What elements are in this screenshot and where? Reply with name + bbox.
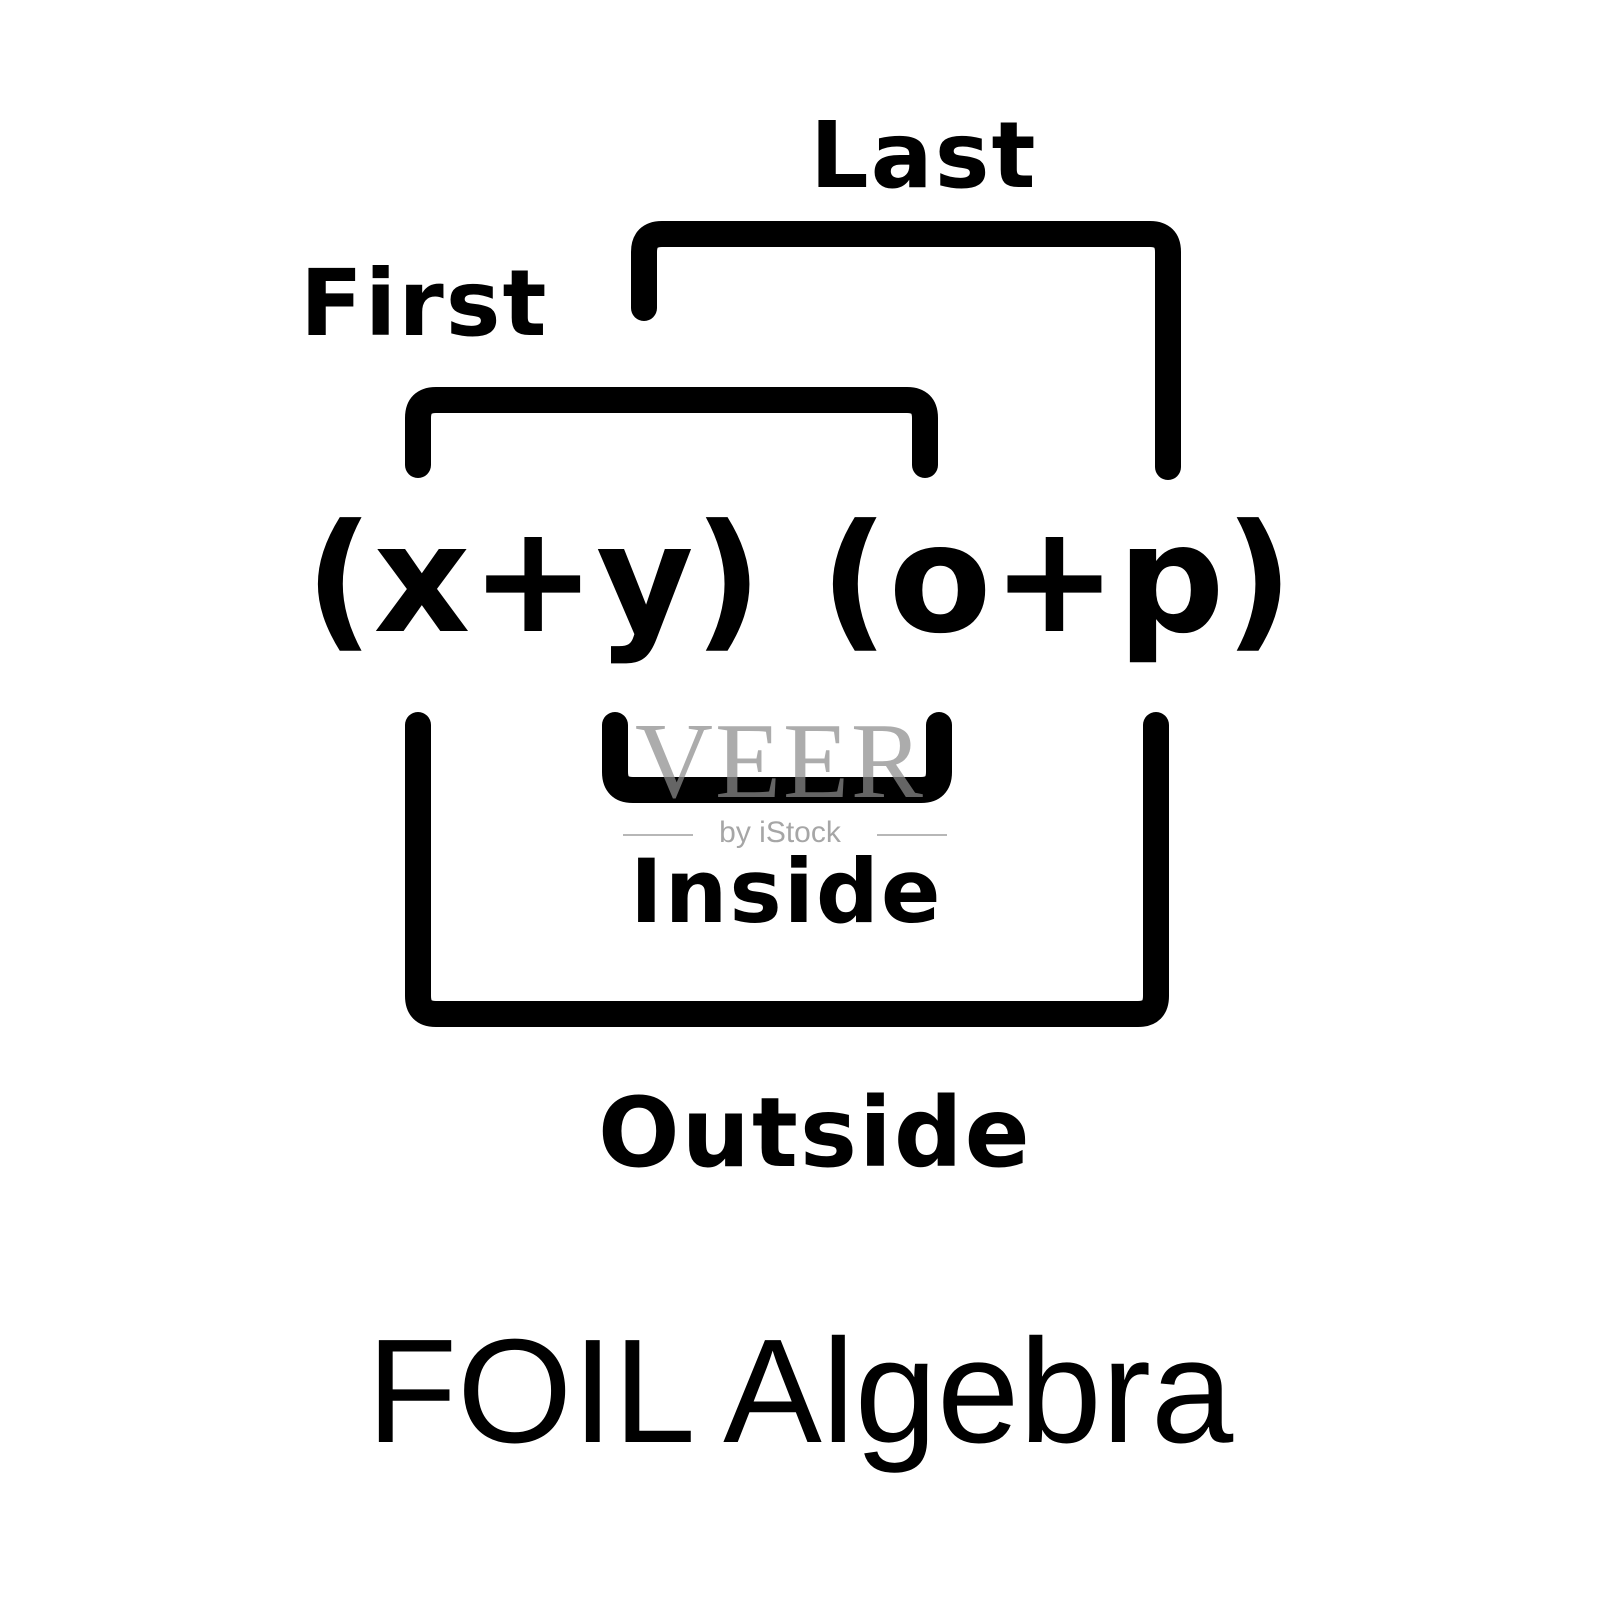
left-factor: (x+y): [305, 493, 763, 667]
last-label: Last: [810, 102, 1038, 209]
inside-label: Inside: [630, 840, 943, 943]
watermark-brand: VEER: [635, 702, 925, 821]
outside-bracket: [405, 712, 1169, 1027]
watermark-rule-left: [623, 834, 693, 836]
diagram-caption: FOIL Algebra: [366, 1309, 1234, 1474]
first-label: First: [300, 250, 549, 357]
right-factor: (o+p): [820, 493, 1294, 667]
watermark-sub: by iStock: [719, 816, 841, 849]
outside-label: Outside: [598, 1077, 1032, 1189]
watermark-rule-right: [877, 834, 947, 836]
last-bracket: [631, 221, 1181, 480]
inside-bracket: [602, 712, 952, 803]
first-bracket: [405, 387, 938, 478]
